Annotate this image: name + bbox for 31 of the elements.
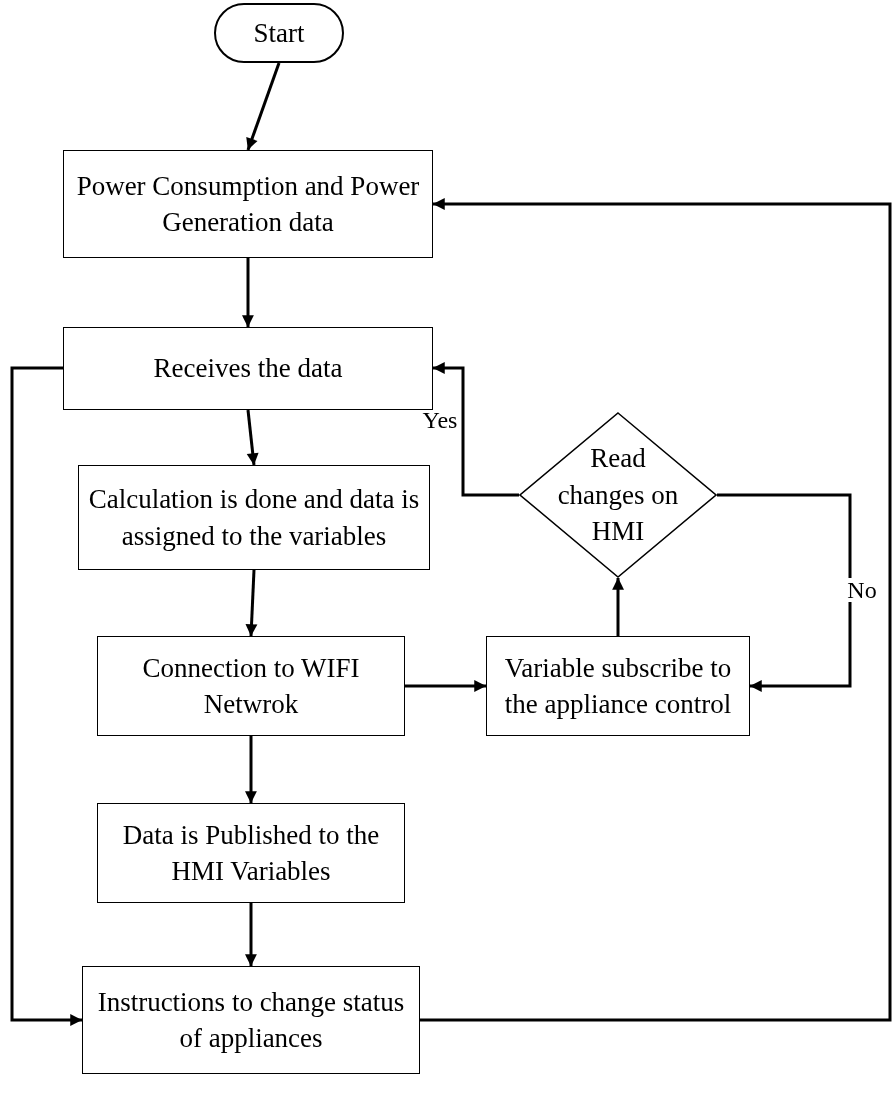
node-text: Calculation is done and data is assigned to the variables <box>87 483 421 553</box>
arrow <box>242 258 254 328</box>
edge-label: No <box>845 578 879 602</box>
process-box <box>97 803 405 903</box>
arrow <box>405 680 487 692</box>
node-text: Data is Published to the HMI Variables <box>121 818 381 888</box>
process-box <box>63 150 433 258</box>
process-box <box>78 465 430 570</box>
arrow <box>245 903 257 967</box>
arrow <box>246 62 281 151</box>
node-text: Receives the data <box>153 352 343 386</box>
node-text: Read changes on HMI <box>556 442 680 549</box>
process-box <box>63 327 433 410</box>
arrow <box>10 366 83 1026</box>
node-text: Instructions to change status of appliances <box>96 985 406 1055</box>
process-box <box>97 636 405 736</box>
arrow <box>246 409 259 466</box>
arrow <box>245 736 257 804</box>
arrow <box>717 493 852 692</box>
process-box <box>82 966 420 1074</box>
arrow <box>612 577 624 636</box>
terminal-pill <box>214 3 344 63</box>
node-text: Variable subscribe to the appliance control <box>503 651 733 721</box>
node-text: Start <box>253 16 305 50</box>
arrow <box>432 362 519 497</box>
node-text: Connection to WIFI Netwrok <box>141 651 361 721</box>
node-text: Power Consumption and Power Generation data <box>75 169 421 239</box>
decision-diamond <box>519 412 717 578</box>
arrow <box>420 198 892 1022</box>
arrow <box>245 569 258 637</box>
process-box <box>486 636 750 736</box>
